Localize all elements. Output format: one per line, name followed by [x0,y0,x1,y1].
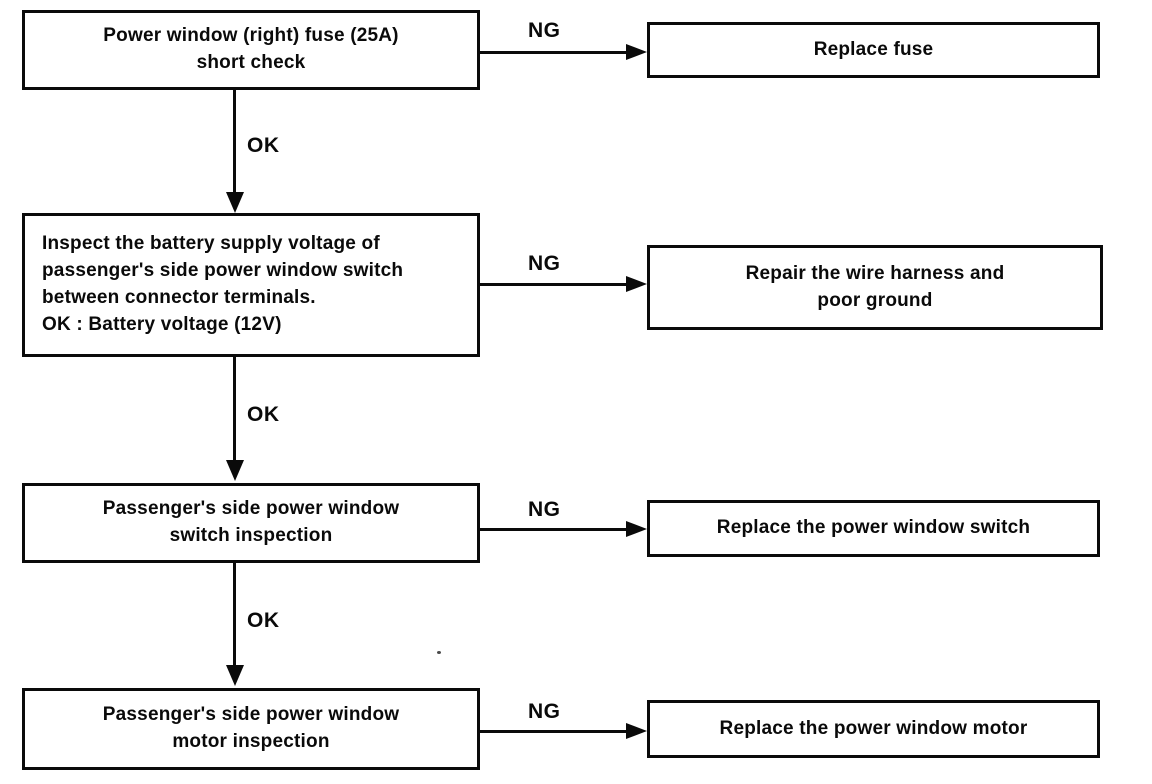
ng-label-2: NG [528,252,561,275]
ng-connector-line-3 [480,528,628,531]
ng-arrowhead-icon-2 [626,276,647,292]
ok-label-1: OK [247,134,280,157]
action-box-replace-motor: Replace the power window motor [647,700,1100,758]
ng-connector-line-4 [480,730,628,733]
ok-connector-line-3 [233,563,236,668]
action-box-repair-harness: Repair the wire harness and poor ground [647,245,1103,330]
ng-connector-line-2 [480,283,628,286]
scan-artifact-dot [437,651,441,654]
ng-connector-line-1 [480,51,628,54]
step-box-battery-voltage-inspection: Inspect the battery supply voltage of pa… [22,213,480,357]
ng-label-4: NG [528,700,561,723]
step-box-fuse-short-check: Power window (right) fuse (25A) short ch… [22,10,480,90]
step-box-switch-inspection: Passenger's side power window switch ins… [22,483,480,563]
ok-arrowhead-icon-2 [226,460,244,481]
action-box-replace-switch: Replace the power window switch [647,500,1100,557]
ok-arrowhead-icon-1 [226,192,244,213]
ok-arrowhead-icon-3 [226,665,244,686]
step-box-motor-inspection: Passenger's side power window motor insp… [22,688,480,770]
ok-connector-line-1 [233,90,236,196]
ng-arrowhead-icon-1 [626,44,647,60]
ok-label-2: OK [247,403,280,426]
ng-label-3: NG [528,498,561,521]
ok-connector-line-2 [233,357,236,463]
ng-label-1: NG [528,19,561,42]
action-box-replace-fuse: Replace fuse [647,22,1100,78]
ok-label-3: OK [247,609,280,632]
ng-arrowhead-icon-4 [626,723,647,739]
ng-arrowhead-icon-3 [626,521,647,537]
